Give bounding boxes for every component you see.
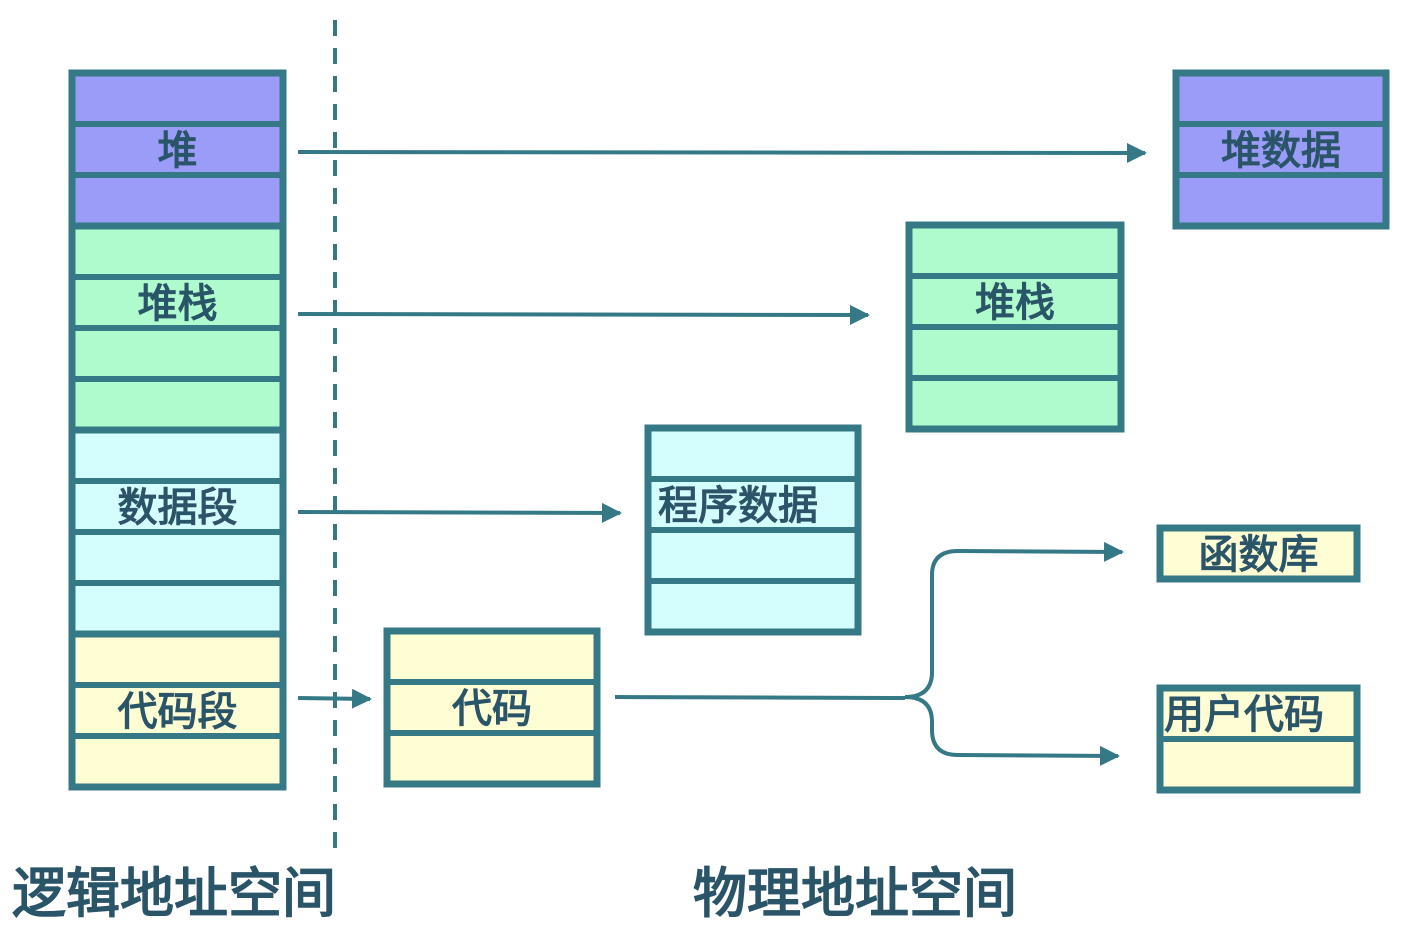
- branch-brace: [904, 549, 959, 757]
- logical-segment-data-label: 数据段: [118, 485, 238, 531]
- logical-segment-code-label: 代码段: [117, 689, 238, 735]
- arrow-code-to-code: [297, 688, 372, 709]
- arrow-code-to-library: [957, 541, 1124, 562]
- logical-segment-heap-label: 堆: [158, 128, 198, 174]
- code-branch-line: [614, 695, 906, 700]
- arrow-heap-to-heap-data: [297, 142, 1147, 163]
- physical-block-user-code: 用户代码: [1156, 684, 1361, 794]
- physical-block-code-label: 代码: [451, 686, 532, 732]
- logical-segment-data: 数据段: [68, 426, 287, 638]
- logical-segment-code: 代码段: [68, 630, 287, 791]
- logical-segment-stack-label: 堆栈: [138, 281, 218, 327]
- logical-space-title: 逻辑地址空间: [12, 862, 336, 925]
- physical-block-library-label: 函数库: [1199, 532, 1319, 578]
- logical-segment-stack: 堆栈: [68, 222, 287, 434]
- physical-block-code-box: [383, 627, 601, 788]
- physical-block-heap-data: 堆数据: [1172, 69, 1390, 230]
- physical-block-heap-data-label: 堆数据: [1221, 128, 1341, 174]
- arrow-code-to-user-code: [957, 745, 1120, 766]
- physical-block-user-code-label: 用户代码: [1164, 692, 1324, 738]
- mapping-arrows: [297, 142, 1147, 766]
- physical-block-library: 函数库: [1156, 524, 1361, 583]
- logical-segment-code-box: [68, 630, 287, 791]
- physical-space-title: 物理地址空间: [693, 862, 1017, 925]
- physical-block-library-box: [1156, 524, 1361, 583]
- arrow-stack-to-stack: [297, 304, 870, 325]
- physical-block-stack-label: 堆栈: [975, 280, 1055, 326]
- physical-block-stack: 堆栈: [905, 221, 1125, 433]
- logical-segment-heap: 堆: [68, 69, 287, 230]
- physical-block-program-data-label: 程序数据: [658, 483, 818, 529]
- physical-block-code: 代码: [383, 627, 601, 788]
- physical-block-heap-data-box: [1172, 69, 1390, 230]
- physical-block-program-data: 程序数据: [644, 424, 862, 636]
- arrow-data-to-program-data: [297, 502, 622, 523]
